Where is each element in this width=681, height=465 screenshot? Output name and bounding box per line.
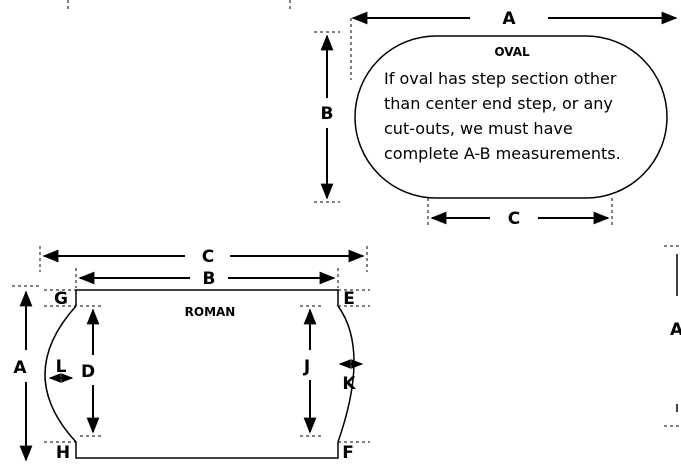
partial-right-diagram: A — [664, 245, 681, 427]
roman-corner-label-f: F — [342, 443, 354, 463]
roman-dim-k-label: K — [342, 374, 356, 394]
oval-note-line-1: If oval has step section other — [384, 69, 617, 88]
cropped-top-ticks — [67, 0, 291, 10]
roman-corner-label-g: G — [54, 289, 68, 309]
oval-dim-c-label: C — [508, 209, 520, 229]
oval-dim-b-label: B — [321, 104, 334, 124]
partial-right-label: A — [670, 320, 681, 340]
roman-dim-j-label: J — [303, 357, 310, 377]
oval-shape — [354, 35, 668, 199]
roman-corner-label-h: H — [56, 443, 70, 463]
oval-note-line-3: cut-outs, we must have — [384, 119, 573, 138]
roman-title: ROMAN — [185, 305, 236, 319]
roman-corner-label-e: E — [343, 289, 355, 309]
oval-note-line-2: than center end step, or any — [384, 94, 613, 113]
roman-dim-a-label: A — [13, 358, 27, 378]
oval-note-line-4: complete A-B measurements. — [384, 144, 621, 163]
roman-dim-c-label: C — [202, 247, 214, 267]
oval-dim-a-label: A — [502, 9, 516, 29]
roman-dim-l-label: L — [56, 357, 67, 377]
roman-dim-b-label: B — [203, 269, 216, 289]
roman-dim-d-label: D — [81, 362, 95, 382]
roman-shape — [44, 289, 355, 459]
roman-diagram: C B A G E H F D J — [12, 246, 370, 463]
oval-diagram: A B C OVAL If oval has step section othe… — [314, 9, 678, 229]
oval-title: OVAL — [494, 45, 530, 59]
